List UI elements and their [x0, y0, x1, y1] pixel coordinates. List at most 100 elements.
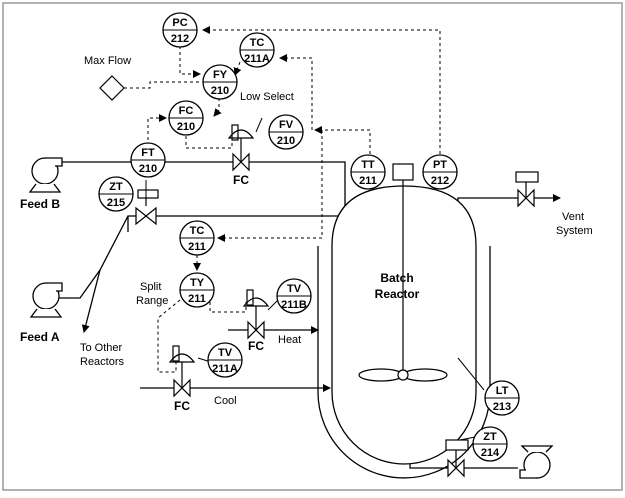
impeller-hub: [397, 369, 409, 381]
feed-b-label: Feed B: [20, 197, 60, 211]
instrument-tc211: TC 211: [179, 220, 215, 256]
valves: [135, 124, 539, 478]
fc-label-cool: FC: [174, 399, 190, 413]
instrument-loop: 210: [277, 135, 295, 147]
reactor-vessel: [331, 185, 477, 465]
instrument-function: FC: [179, 105, 194, 117]
instrument-loop: 214: [481, 447, 500, 459]
instrument-function: TT: [361, 159, 375, 171]
instrument-pt212: PT 212: [422, 154, 458, 190]
zt214-valve-icon: [445, 439, 469, 478]
signal-maxflow-to-fy: [124, 81, 200, 89]
instrument-zt214: ZT 214: [472, 426, 508, 462]
instrument-loop: 212: [171, 33, 189, 45]
instrument-pc212: PC 212: [162, 12, 198, 48]
instrument-loop: 211: [188, 241, 206, 253]
impeller-blade-right: [402, 368, 448, 382]
instrument-loop: 211B: [281, 299, 307, 311]
reactor-label-1: Batch: [380, 271, 413, 285]
split-range-label-2: Range: [136, 295, 168, 307]
instrument-lt213: LT 213: [484, 380, 520, 416]
image-border: [2, 2, 623, 491]
tv211b-valve-icon: [242, 289, 270, 340]
feed-a-label: Feed A: [20, 330, 60, 344]
instrument-function: ZT: [109, 181, 123, 193]
signal-ft-to-fc: [147, 114, 167, 140]
signal-ty-to-tv211a: [157, 299, 181, 373]
tv211a-valve-icon: [168, 345, 196, 398]
pumps: [28, 157, 554, 479]
instrument-loop: 211: [359, 175, 377, 187]
signal-fc-to-fv: [185, 130, 233, 149]
instrument-fc210: FC 210: [168, 100, 204, 136]
vent-valve-icon: [515, 171, 539, 208]
reactor-label-2: Reactor: [375, 287, 420, 301]
split-range-label-1: Split: [140, 281, 161, 293]
to-other-reactors-label-1: To Other: [80, 342, 123, 354]
instrument-loop: 210: [177, 121, 195, 133]
instrument-function: TC: [190, 225, 205, 237]
vent-label-2: System: [556, 225, 593, 237]
instrument-loop: 215: [107, 197, 125, 209]
fv210-valve-icon: [227, 124, 255, 172]
max-flow-label: Max Flow: [84, 55, 131, 67]
text-labels: Max Flow Low Select Feed B Feed A To Oth…: [20, 55, 593, 413]
instrument-tv211b: TV 211B: [276, 278, 312, 314]
agitator-motor: [392, 163, 414, 181]
instrument-function: TC: [250, 37, 265, 49]
fc-label-fv: FC: [233, 173, 249, 187]
instrument-function: FY: [213, 69, 228, 81]
pipe-vent: [457, 194, 561, 216]
signal-tc211a-to-fy: [233, 61, 242, 76]
instrument-tt211: TT 211: [350, 154, 386, 190]
instrument-fv210: FV 210: [268, 114, 304, 150]
signal-tt-to-tc211a-b: [279, 54, 313, 130]
instrument-loop: 213: [493, 401, 511, 413]
zt215-valve-icon: [135, 189, 159, 226]
cool-label: Cool: [214, 395, 237, 407]
instrument-ty211: TY 211: [179, 272, 215, 308]
signal-tt-to-tc211a-a: [314, 126, 371, 154]
max-flow-diamond: [99, 75, 125, 101]
instrument-function: TY: [190, 277, 205, 289]
pipe-to-other-reactors: [81, 269, 101, 333]
reactor-jacket: [317, 246, 491, 479]
instrument-function: ZT: [483, 431, 497, 443]
instrument-loop: 211A: [212, 363, 238, 375]
instrument-ft210: FT 210: [130, 142, 166, 178]
low-select-label: Low Select: [240, 91, 294, 103]
instrument-loop: 211A: [244, 53, 270, 65]
impeller-blade-left: [358, 368, 404, 382]
heat-label: Heat: [278, 334, 301, 346]
instrument-function: FV: [279, 119, 294, 131]
instrument-zt215: ZT 215: [98, 176, 134, 212]
instrument-loop: 212: [431, 175, 449, 187]
batch-reactor: Batch Reactor: [317, 163, 491, 479]
instrument-function: TV: [287, 283, 302, 295]
instrument-tc211a: TC 211A: [239, 32, 275, 68]
instrument-function: PC: [172, 17, 187, 29]
instrument-function: TV: [218, 347, 233, 359]
instrument-loop: 210: [139, 163, 157, 175]
to-other-reactors-label-2: Reactors: [80, 356, 125, 368]
signal-ty-to-tv211b: [209, 302, 247, 313]
signal-lines: [124, 26, 441, 373]
fc-label-heat: FC: [248, 339, 264, 353]
instrument-fy210: FY 210: [202, 64, 238, 100]
instrument-loop: 210: [211, 85, 229, 97]
signal-fy-to-fc: [213, 98, 222, 117]
instrument-tv211a: TV 211A: [207, 342, 243, 378]
signal-tt-to-tc211: [217, 130, 323, 242]
instrument-function: FT: [141, 147, 155, 159]
pump-outlet-icon: [519, 445, 554, 479]
instrument-loop: 211: [188, 293, 206, 305]
vent-label-1: Vent: [562, 211, 584, 223]
pump-feed-a-icon: [29, 282, 63, 318]
pump-feed-b-icon: [28, 157, 63, 193]
signal-pc-to-fy: [179, 46, 201, 78]
instrument-function: LT: [496, 385, 509, 397]
instrument-function: PT: [433, 159, 447, 171]
signal-pt-to-pc: [202, 26, 441, 154]
